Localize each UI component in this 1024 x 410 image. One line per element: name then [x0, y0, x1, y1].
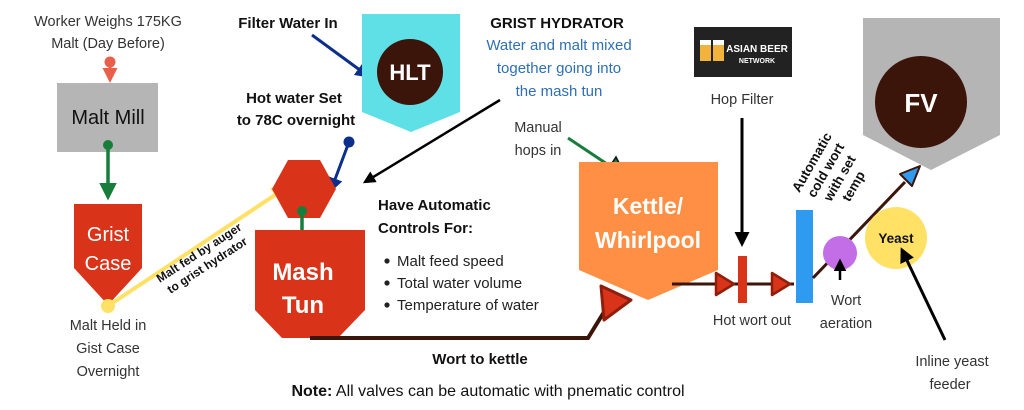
- auto-controls-item: Malt feed speed: [397, 253, 504, 270]
- yeast-label: Yeast: [878, 231, 914, 246]
- logo-text-2: NETWORK: [739, 58, 775, 65]
- hlt-circle: [377, 39, 443, 105]
- hot-water-note-2: to 78C overnight: [237, 112, 355, 129]
- grist-hydrator-desc-3: the mash tun: [516, 83, 603, 100]
- filter-water-in-label: Filter Water In: [238, 15, 337, 32]
- kettle-label-1: Kettle/: [613, 193, 684, 219]
- malt-mill-label: Malt Mill: [71, 107, 144, 129]
- heat-exchanger-bar: [796, 210, 813, 303]
- filter-water-arrow: [311, 33, 371, 78]
- inline-yeast-label-1: Inline yeast: [915, 354, 988, 370]
- yeast-feeder-arrow: [900, 247, 947, 341]
- bullet-icon: [384, 280, 390, 286]
- worker-note-line1: Worker Weighs 175KG: [34, 14, 182, 30]
- hydrator-pointer-arrow: [362, 98, 501, 184]
- mash-tun-label-1: Mash: [272, 259, 333, 286]
- worker-note: Worker Weighs 175KG Malt (Day Before): [34, 14, 182, 52]
- beer-mugs-icon: [700, 40, 724, 61]
- wort-aeration-label-2: aeration: [820, 316, 872, 332]
- kettle-shape: [579, 162, 718, 300]
- grist-hydrator-title: GRIST HYDRATOR: [490, 15, 624, 32]
- hot-wort-arrowhead: [770, 271, 792, 297]
- grist-case-shape: [74, 204, 142, 305]
- auto-controls-title-1: Have Automatic: [378, 197, 491, 214]
- bullet-icon: [384, 258, 390, 264]
- logo-text-1: ASIAN BEER: [726, 44, 788, 55]
- kettle-label-2: Whirlpool: [595, 227, 701, 253]
- hop-filter-bar: [738, 256, 747, 303]
- mash-tun-shape: [255, 230, 365, 338]
- manual-hops-1: Manual: [514, 120, 562, 136]
- auto-controls-item: Total water volume: [397, 275, 522, 292]
- malt-held-note: Malt Held in Gist Case Overnight: [70, 318, 147, 380]
- malt-held-line3: Overnight: [77, 364, 140, 380]
- fv-circle: [875, 56, 967, 148]
- bullet-icon: [384, 302, 390, 308]
- manual-hops-arrow-line: [567, 136, 611, 168]
- grist-hydrator-hexagon: [272, 160, 336, 218]
- footer-note-bold: Note:: [291, 383, 332, 400]
- auto-controls-title-2: Controls For:: [378, 220, 473, 237]
- cold-wort-arrowhead: [899, 165, 921, 187]
- hlt-label: HLT: [389, 60, 431, 85]
- footer-note: Note: All valves can be automatic with p…: [291, 383, 684, 400]
- grist-case-label-1: Grist: [87, 224, 130, 246]
- auto-controls-list: Malt feed speed Total water volume Tempe…: [384, 253, 539, 314]
- auto-controls-item: Temperature of water: [397, 297, 539, 314]
- worker-note-line2: Malt (Day Before): [51, 36, 165, 52]
- wort-aeration-circle: [823, 236, 857, 270]
- grist-hydrator-desc-2: together going into: [497, 60, 621, 77]
- kettle-outlet-arrowhead: [714, 271, 736, 297]
- wort-to-kettle-pipe: [310, 310, 606, 340]
- grist-hydrator-desc-1: Water and malt mixed: [486, 37, 631, 54]
- hot-water-note-1: Hot water Set: [246, 90, 342, 107]
- inline-yeast-label-2: feeder: [929, 377, 970, 393]
- manual-hops-2: hops in: [515, 143, 562, 159]
- auger-start-dot: [101, 299, 115, 313]
- hop-filter-label: Hop Filter: [711, 92, 774, 108]
- mash-tun-label-2: Tun: [282, 292, 324, 319]
- auger-note: Malt fed by auger to grist hydrator: [154, 220, 250, 297]
- wort-to-kettle-arrowhead: [599, 284, 633, 322]
- malt-held-line1: Malt Held in: [70, 318, 147, 334]
- cold-wort-note: Automatic cold wort with set temp: [789, 129, 868, 204]
- hot-wort-out-label: Hot wort out: [713, 313, 791, 329]
- auger-line: [106, 191, 280, 308]
- grist-case-label-2: Case: [85, 253, 132, 275]
- wort-aeration-label-1: Wort: [831, 293, 861, 309]
- hot-water-arrow: [328, 141, 351, 193]
- footer-note-text: All valves can be automatic with pnemati…: [332, 383, 684, 400]
- fv-label: FV: [904, 88, 938, 118]
- wort-to-kettle-label: Wort to kettle: [432, 351, 528, 368]
- malt-held-line2: Gist Case: [76, 341, 140, 357]
